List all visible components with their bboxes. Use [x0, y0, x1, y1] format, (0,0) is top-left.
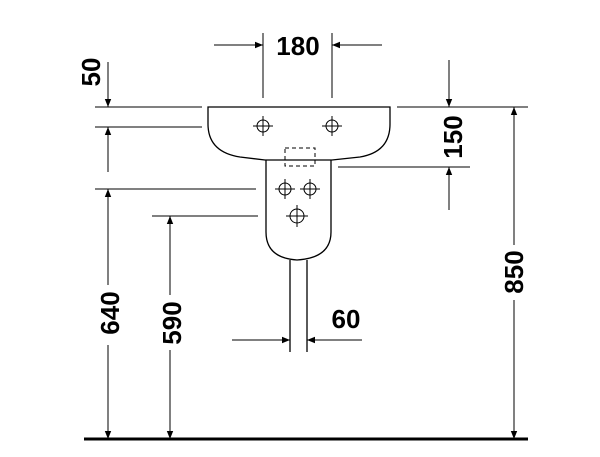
hidden-waste-dashed [284, 147, 316, 167]
fixing-point-right [300, 179, 320, 199]
dim-label-640: 640 [95, 291, 125, 334]
tap-hole-right [322, 116, 342, 136]
pedestal-outline [265, 160, 332, 261]
dim-label-60: 60 [332, 304, 361, 334]
dim-label-150: 150 [438, 115, 468, 158]
tap-hole-left [253, 116, 273, 136]
dim-label-180: 180 [276, 31, 319, 61]
fixing-point-left [275, 179, 295, 199]
dim-label-850: 850 [499, 250, 529, 293]
basin-outline [207, 106, 391, 161]
dim-label-590: 590 [157, 301, 187, 344]
dim-label-50: 50 [76, 58, 106, 87]
drain-point [286, 205, 308, 227]
